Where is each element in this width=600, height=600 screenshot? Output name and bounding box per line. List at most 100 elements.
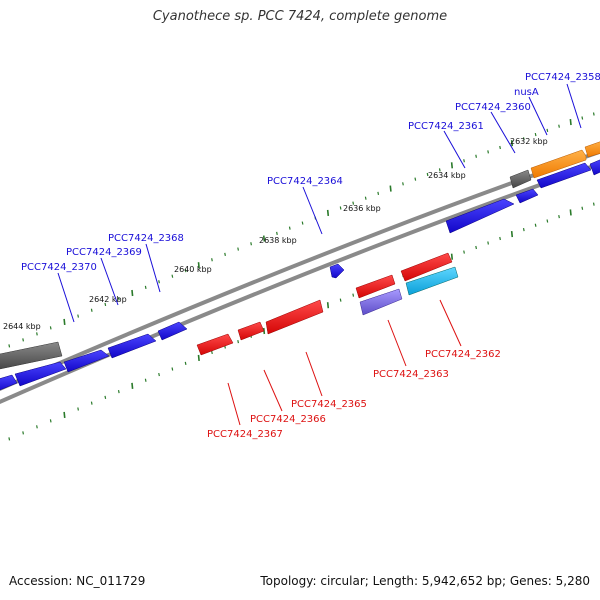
gene-labels: PCC7424_2358 nusA PCC7424_2360 PCC7424_2…: [21, 72, 600, 440]
outer-scale-tick: [592, 112, 595, 116]
reverse-scale-tick: [558, 215, 560, 219]
outer-scale-tick: [63, 318, 66, 326]
reverse-scale-tick: [546, 219, 549, 223]
outer-scale-tick: [389, 185, 392, 192]
feature-blue-2364-small[interactable]: [329, 263, 345, 279]
feature-red-2363[interactable]: [355, 274, 396, 299]
gene-label-2363[interactable]: PCC7424_2363: [373, 369, 449, 380]
reverse-scale-tick: [90, 401, 93, 405]
outer-scale-tick: [377, 191, 380, 195]
feature-blue-left-b[interactable]: [0, 374, 18, 392]
outer-scale-tick: [131, 289, 134, 297]
reverse-scale-tick: [326, 302, 330, 309]
map-title: Cyanothece sp. PCC 7424, complete genome: [152, 9, 448, 24]
gene-label-2358[interactable]: PCC7424_2358: [525, 72, 600, 83]
outer-scale-tick: [262, 235, 266, 242]
scale-labels: 2632 kbp 2634 kbp 2636 kbp 2638 kbp 2640…: [3, 137, 548, 331]
outer-scale-tick: [510, 140, 514, 147]
outer-scale-tick: [558, 124, 560, 128]
feature-blue-2361[interactable]: [515, 188, 539, 204]
feature-blue-2368[interactable]: [157, 321, 188, 341]
feature-blue-2362-upper[interactable]: [445, 198, 515, 234]
reverse-scale-tick: [592, 202, 595, 206]
outer-scale-tick: [364, 196, 367, 200]
feature-gray-far-left[interactable]: [0, 341, 63, 370]
reverse-scale-tick: [237, 340, 240, 344]
feature-blue-left-a[interactable]: [14, 361, 67, 387]
leader-2369: [100, 257, 119, 306]
outer-scale-tick: [49, 326, 52, 330]
reverse-scale-tick: [463, 250, 465, 254]
gene-label-nusA[interactable]: nusA: [514, 87, 539, 98]
gene-label-2367[interactable]: PCC7424_2367: [207, 429, 283, 440]
leader-2358: [566, 83, 582, 129]
leader-2360: [490, 111, 516, 154]
leader-2368: [145, 243, 161, 293]
backbone-strand-reverse: [0, 161, 600, 404]
gene-label-2369[interactable]: PCC7424_2369: [66, 247, 142, 258]
tick-label-2638: 2638 kbp: [259, 236, 297, 245]
leader-nusA: [528, 96, 548, 136]
footer-stats: Topology: circular; Length: 5,942,652 bp…: [260, 574, 590, 588]
outer-scale-tick: [487, 150, 490, 154]
gene-label-2366[interactable]: PCC7424_2366: [250, 414, 326, 425]
leader-lines: [57, 83, 582, 426]
gene-label-2360[interactable]: PCC7424_2360: [455, 102, 531, 113]
feature-violet[interactable]: [359, 288, 403, 316]
outer-scale-tick: [402, 182, 404, 186]
outer-scale-tick: [276, 231, 278, 235]
outer-scale-tick: [288, 226, 291, 230]
reverse-scale-tick: [22, 431, 25, 435]
gene-label-2368[interactable]: PCC7424_2368: [108, 233, 184, 244]
reverse-scale-tick: [339, 298, 342, 302]
outer-scale-tick: [8, 344, 11, 348]
reverse-scale-tick: [158, 372, 160, 377]
leader-2367: [227, 382, 241, 426]
reverse-scale-tick: [569, 209, 572, 216]
gene-label-2364[interactable]: PCC7424_2364: [267, 176, 343, 187]
outer-scale-tick: [117, 297, 120, 301]
outer-scale-tick: [144, 285, 147, 289]
feature-orange-2358[interactable]: [584, 140, 600, 158]
feature-blue-2360[interactable]: [536, 162, 592, 189]
gene-label-2362[interactable]: PCC7424_2362: [425, 349, 501, 360]
reverse-scale-tick: [522, 228, 525, 232]
gene-label-2361[interactable]: PCC7424_2361: [408, 121, 484, 132]
scale-ticks: [8, 112, 595, 441]
reverse-scale-tick: [104, 395, 107, 399]
outer-scale-tick: [581, 116, 584, 120]
reverse-scale-tick: [581, 206, 584, 210]
outer-scale-tick: [90, 308, 93, 312]
feature-red-2365[interactable]: [265, 299, 324, 335]
reverse-scale-tick: [8, 437, 11, 441]
reverse-scale-tick: [144, 378, 147, 382]
feature-cyan[interactable]: [405, 266, 459, 296]
feature-gray-outer[interactable]: [509, 169, 532, 189]
backbone: [0, 149, 600, 404]
feature-red-2366[interactable]: [237, 321, 265, 341]
tick-label-2634: 2634 kbp: [428, 171, 466, 180]
feature-red-2367[interactable]: [196, 333, 234, 356]
outer-scale-tick: [326, 209, 330, 217]
gene-label-2370[interactable]: PCC7424_2370: [21, 262, 97, 273]
leader-2370: [57, 272, 75, 323]
leader-2361: [443, 130, 466, 169]
outer-scale-tick: [36, 332, 38, 336]
outer-scale-tick: [197, 262, 200, 269]
outer-scale-tick: [171, 274, 174, 278]
feature-orange-nusA[interactable]: [530, 149, 587, 179]
feature-blue-2369[interactable]: [107, 333, 157, 359]
outer-scale-tick: [224, 252, 226, 257]
tick-label-2636: 2636 kbp: [343, 204, 381, 213]
reverse-scale-tick: [77, 407, 80, 411]
feature-red-2362[interactable]: [400, 252, 453, 282]
feature-blue-2370[interactable]: [63, 349, 110, 373]
reverse-scale-tick: [36, 425, 38, 429]
reverse-scale-tick: [487, 241, 490, 245]
outer-scale-tick: [352, 201, 355, 205]
gene-label-2365[interactable]: PCC7424_2365: [291, 399, 367, 410]
outer-scale-tick: [569, 118, 572, 126]
feature-blue-2358-inner[interactable]: [589, 159, 600, 176]
reverse-scale-tick: [499, 236, 501, 241]
